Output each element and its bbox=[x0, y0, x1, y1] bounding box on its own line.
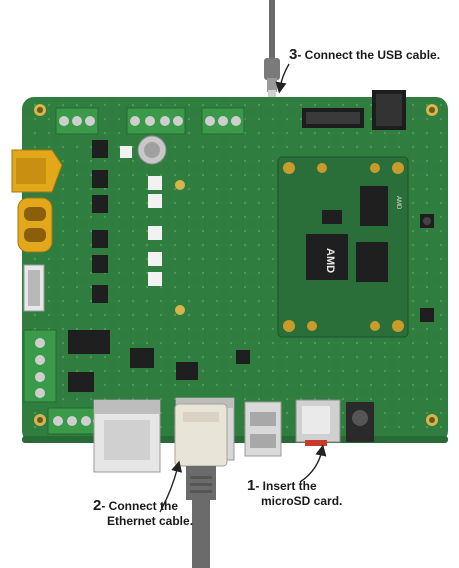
som-module bbox=[277, 156, 409, 338]
ethernet-port-left bbox=[93, 399, 161, 473]
ethernet-arrow bbox=[159, 460, 183, 513]
callout-usb: 3- Connect the USB cable. bbox=[289, 47, 440, 63]
push-button bbox=[420, 214, 434, 322]
capacitor bbox=[137, 135, 167, 165]
microsd-slot bbox=[295, 399, 341, 446]
terminal-block-top-2 bbox=[126, 107, 186, 135]
dc-jack bbox=[346, 402, 374, 442]
callout-ethernet-text-line2: Ethernet cable. bbox=[107, 514, 194, 528]
side-connector bbox=[23, 264, 45, 312]
callout-microsd-number: 1 bbox=[247, 477, 256, 494]
chips-left bbox=[68, 140, 250, 392]
callout-microsd: 1- Insert the microSD card. bbox=[247, 478, 342, 509]
terminal-block-top-1 bbox=[55, 107, 99, 135]
xt60-connector bbox=[11, 149, 63, 193]
callout-usb-text: - Connect the USB cable. bbox=[297, 48, 441, 62]
callout-usb-number: 3 bbox=[289, 46, 298, 63]
callout-ethernet-text-line1: - Connect the bbox=[101, 499, 179, 513]
callout-microsd-text-line1: - Insert the bbox=[255, 479, 317, 493]
usb-arrow bbox=[275, 63, 290, 94]
xt30-connector bbox=[17, 197, 53, 253]
microsd-arrow bbox=[299, 444, 327, 483]
som-brand-label: AMD bbox=[324, 248, 336, 273]
terminal-block-left bbox=[23, 329, 57, 403]
callout-microsd-text-line2: microSD card. bbox=[261, 494, 343, 508]
connector-top-right bbox=[372, 90, 406, 130]
ethernet-cable bbox=[174, 403, 228, 568]
callout-ethernet-number: 2 bbox=[93, 497, 102, 514]
usb-port-bottom bbox=[244, 401, 282, 457]
white-components bbox=[120, 146, 162, 286]
callout-ethernet: 2- Connect the Ethernet cable. bbox=[93, 498, 193, 529]
terminal-block-top-3 bbox=[201, 107, 245, 135]
pin-header-top bbox=[302, 108, 364, 128]
som-side-label: AMD bbox=[395, 196, 401, 210]
usb-cable bbox=[264, 0, 280, 98]
